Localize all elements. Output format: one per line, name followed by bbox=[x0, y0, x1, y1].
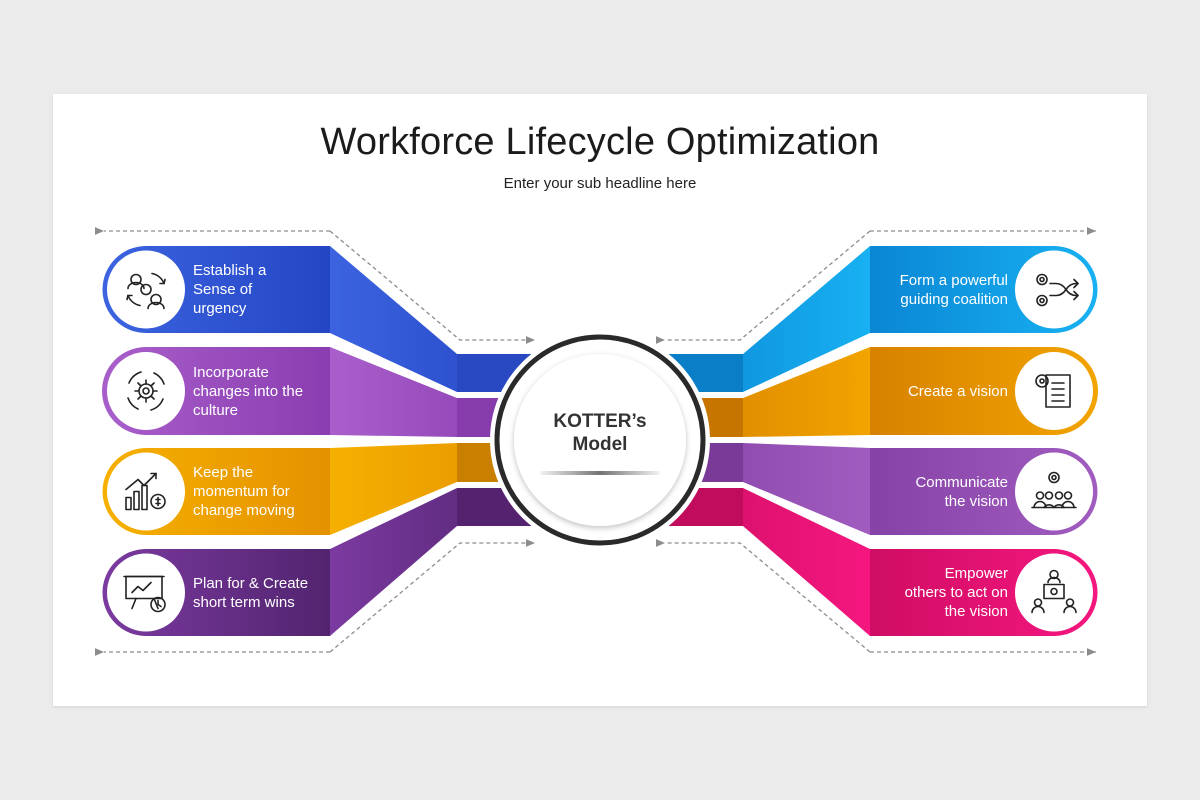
center-hub bbox=[490, 330, 710, 550]
empower-team-icon bbox=[1031, 569, 1077, 614]
gear-cycle-icon bbox=[127, 371, 165, 411]
icon-circle-left-4 bbox=[107, 553, 185, 632]
urgency-cycle-icon bbox=[126, 272, 166, 310]
document-gear-icon bbox=[1035, 374, 1071, 408]
page-title: Workforce Lifecycle Optimization bbox=[320, 121, 880, 163]
presentation-board-icon bbox=[123, 575, 166, 613]
team-gear-icon bbox=[1031, 471, 1077, 509]
center-underline bbox=[540, 471, 660, 475]
arrow-top-right-diag bbox=[655, 230, 871, 344]
arrow-bottom-right-diag bbox=[655, 539, 871, 653]
step-label-right-2: Create a vision bbox=[907, 382, 1008, 400]
center-title-line2: Model bbox=[572, 434, 628, 455]
icon-circle-right-2 bbox=[1015, 352, 1093, 430]
icon-circle-left-3 bbox=[107, 452, 185, 531]
center-inner-disc bbox=[514, 354, 686, 526]
icon-circle-right-4 bbox=[1015, 553, 1093, 632]
icon-circle-left-1 bbox=[107, 250, 185, 329]
icon-circle-left-2 bbox=[107, 352, 185, 430]
icon-circles bbox=[107, 250, 1093, 632]
arrow-top-left-diag bbox=[329, 230, 535, 344]
gears-arrows-icon bbox=[1036, 273, 1079, 307]
dashed-arrows bbox=[94, 227, 1096, 656]
growth-chart-icon bbox=[125, 472, 166, 511]
center-title-line1: KOTTER’s bbox=[553, 411, 647, 432]
center-title: KOTTER’s Model bbox=[520, 410, 680, 456]
icon-circle-right-1 bbox=[1015, 250, 1093, 329]
arrow-bottom-left-diag bbox=[329, 539, 535, 653]
center-dark-ring bbox=[494, 334, 706, 546]
page-subtitle: Enter your sub headline here bbox=[503, 175, 697, 192]
icon-circle-right-3 bbox=[1015, 452, 1093, 531]
